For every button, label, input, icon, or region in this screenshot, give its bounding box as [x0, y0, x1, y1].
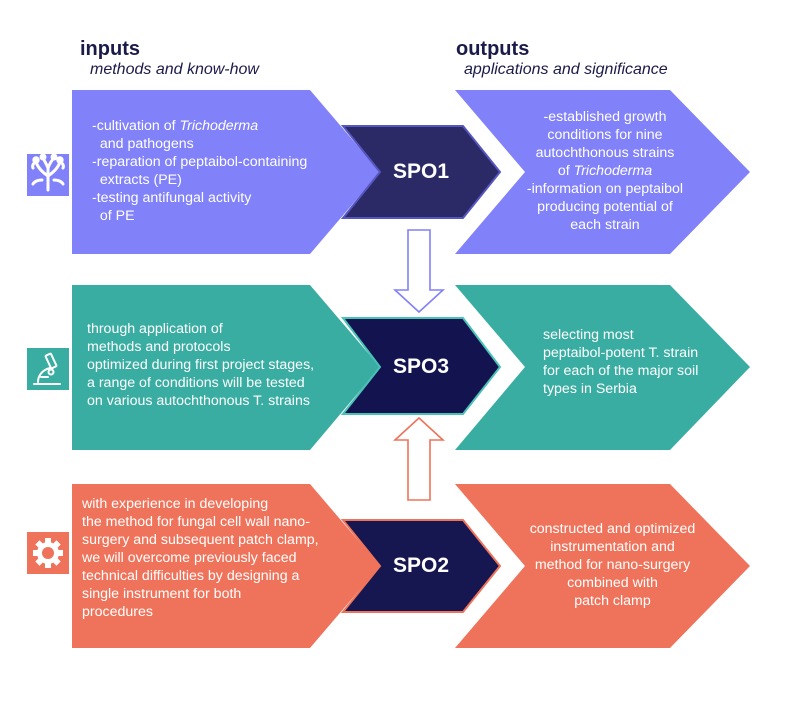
- input-line: of PE: [92, 207, 307, 225]
- text-run: we will overcome previously faced: [82, 550, 297, 566]
- text-run: single instrument for both: [82, 586, 242, 602]
- up-arrow-spo2-spo3: [392, 416, 446, 501]
- input-line: the method for fungal cell wall nano-: [82, 513, 319, 531]
- text-run: methods and protocols: [87, 339, 231, 355]
- text-run: of PE: [92, 208, 135, 224]
- output-line: producing potential of: [500, 198, 710, 216]
- input-line: surgery and subsequent patch clamp,: [82, 531, 319, 549]
- text-run: with experience in developing: [82, 496, 269, 512]
- output-line: peptaibol-potent T. strain: [543, 344, 698, 362]
- text-run: method for nano-surgery: [534, 557, 691, 573]
- output-line: conditions for nine: [500, 126, 710, 144]
- row3-spo-label: SPO2: [392, 554, 450, 577]
- output-line: for each of the major soil: [543, 362, 698, 380]
- text-run: -reparation of peptaibol-containing: [92, 154, 308, 170]
- row3-spo-chevron: [340, 519, 502, 613]
- text-run: extracts (PE): [92, 172, 182, 188]
- text-run: combined with: [567, 575, 658, 591]
- input-line: we will overcome previously faced: [82, 549, 319, 567]
- input-line: -testing antifungal activity: [92, 189, 307, 207]
- text-run: through application of: [87, 321, 223, 337]
- row1-output-text: -established growth conditions for nine au…: [500, 108, 710, 234]
- input-line: extracts (PE): [92, 171, 307, 189]
- text-run: on various autochthonous T. strains: [87, 393, 310, 409]
- text-run: selecting most: [543, 327, 634, 343]
- fungus-icon: [31, 153, 65, 192]
- output-line: autochthonous strains: [500, 144, 710, 162]
- output-line: selecting most: [543, 326, 698, 344]
- input-line: and pathogens: [92, 135, 307, 153]
- output-line: patch clamp: [520, 592, 705, 610]
- output-line: each strain: [500, 216, 710, 234]
- text-run: constructed and optimized: [529, 521, 696, 537]
- text-run: a range of conditions will be tested: [87, 375, 305, 391]
- italic-term: Trichoderma: [179, 118, 259, 134]
- input-line: optimized during first project stages,: [87, 356, 314, 374]
- input-line: on various autochthonous T. strains: [87, 392, 314, 410]
- row2-spo-chevron: [340, 317, 502, 415]
- output-line: instrumentation and: [520, 538, 705, 556]
- row1-spo-chevron: [340, 125, 502, 219]
- row2-input-text: through application of methods and protoc…: [87, 320, 314, 410]
- text-run: conditions for nine: [547, 127, 663, 143]
- outputs-title: outputs: [456, 38, 530, 60]
- input-line: with experience in developing: [82, 495, 319, 513]
- output-line: types in Serbia: [543, 380, 698, 398]
- row3-output-chevron: [455, 484, 750, 648]
- input-line: a range of conditions will be tested: [87, 374, 314, 392]
- row3-input-chevron: [72, 484, 380, 648]
- row1-output-chevron: [455, 90, 750, 254]
- text-run: -testing antifungal activity: [92, 190, 252, 206]
- down-arrow-spo1-spo3: [392, 229, 446, 314]
- row3-output-text: constructed and optimized instrumentation…: [520, 520, 705, 610]
- text-run: producing potential of: [537, 199, 673, 215]
- text-run: types in Serbia: [543, 381, 637, 397]
- output-line: -established growth: [500, 108, 710, 126]
- output-line: of Trichoderma: [500, 162, 710, 180]
- text-run: the method for fungal cell wall nano-: [82, 514, 310, 530]
- row2-output-text: selecting most peptaibol-potent T. strain…: [543, 326, 698, 398]
- text-run: peptaibol-potent T. strain: [543, 345, 699, 361]
- input-line: procedures: [82, 603, 319, 621]
- microscope-icon: [33, 352, 61, 385]
- inputs-subtitle: methods and know-how: [90, 61, 259, 78]
- row2-output-chevron: [455, 285, 750, 450]
- text-run: -information on peptaibol: [526, 181, 684, 197]
- text-run: instrumentation and: [550, 539, 675, 555]
- text-run: for each of the major soil: [543, 363, 699, 379]
- input-line: technical difficulties by designing a: [82, 567, 319, 585]
- outputs-subtitle: applications and significance: [464, 61, 668, 78]
- text-run: surgery and subsequent patch clamp,: [82, 532, 319, 548]
- row1-input-text: -cultivation of Trichoderma and pathogen…: [92, 117, 307, 225]
- output-line: combined with: [520, 574, 705, 592]
- input-line: -reparation of peptaibol-containing: [92, 153, 307, 171]
- input-line: through application of: [87, 320, 314, 338]
- text-run: optimized during first project stages,: [87, 357, 315, 373]
- text-run: autochthonous strains: [535, 145, 675, 161]
- output-line: method for nano-surgery: [520, 556, 705, 574]
- input-line: methods and protocols: [87, 338, 314, 356]
- text-run: procedures: [82, 604, 153, 620]
- row1-spo-label: SPO1: [392, 160, 450, 183]
- text-run: -cultivation of: [92, 118, 180, 134]
- input-line: -cultivation of Trichoderma: [92, 117, 307, 135]
- text-run: technical difficulties by designing a: [82, 568, 300, 584]
- text-run: and pathogens: [92, 136, 194, 152]
- output-line: -information on peptaibol: [500, 180, 710, 198]
- text-run: -established growth: [543, 109, 667, 125]
- row3-input-text: with experience in developing the method …: [82, 495, 319, 621]
- input-line: single instrument for both: [82, 585, 319, 603]
- text-run: each strain: [570, 217, 640, 233]
- text-run: patch clamp: [574, 593, 651, 609]
- row1-input-chevron: [72, 90, 380, 254]
- text-run: of: [557, 163, 574, 179]
- italic-term: Trichoderma: [573, 163, 653, 179]
- row2-spo-label: SPO3: [392, 355, 450, 378]
- inputs-title: inputs: [80, 38, 140, 60]
- gear-icon: [33, 538, 63, 568]
- output-line: constructed and optimized: [520, 520, 705, 538]
- row2-input-chevron: [72, 285, 380, 450]
